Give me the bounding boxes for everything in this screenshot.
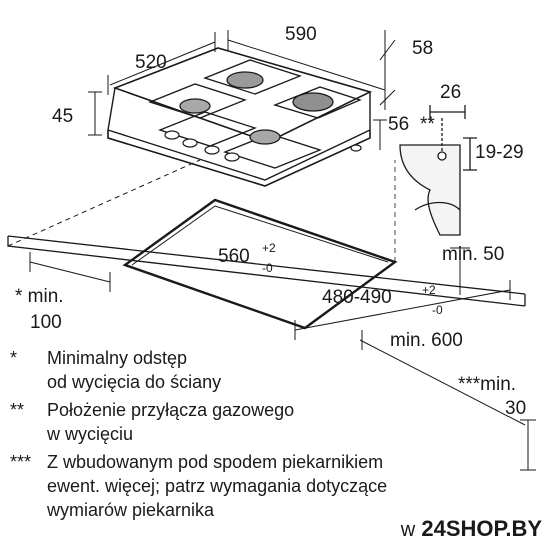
gas-connector-point [437, 151, 447, 161]
dim-520-line [107, 32, 216, 95]
dim-58-line [379, 30, 396, 110]
label-560: 560 [218, 246, 250, 267]
label-58: 58 [412, 38, 433, 59]
brand-watermark: w 24SHOP.BY [401, 516, 542, 542]
label-triple-min: ***min. [458, 374, 516, 395]
dim-56-line [373, 119, 387, 150]
label-560-tol-up: +2 [262, 241, 276, 255]
label-100: 100 [30, 312, 62, 333]
dim-19-29-line [463, 137, 477, 171]
label-56: 56 [388, 114, 409, 135]
label-30: 30 [505, 398, 526, 419]
note-1-line-2: od wycięcia do ściany [47, 372, 222, 392]
label-520: 520 [135, 52, 167, 73]
label-star-min: * min. [15, 286, 64, 307]
label-26: 26 [440, 82, 461, 103]
dim-min600-line [359, 330, 526, 426]
dim-26-line [429, 105, 466, 119]
gas-connector-profile [399, 144, 461, 236]
label-480-490: 480-490 [322, 287, 392, 308]
cutout-inner-edge [131, 205, 389, 266]
countertop-top-edge [7, 235, 526, 295]
dim-min30-line [520, 419, 536, 471]
knob-1 [164, 130, 180, 140]
label-590: 590 [285, 24, 317, 45]
knob-2 [182, 138, 198, 148]
note-3-line-3: wymiarów piekarnika [47, 500, 215, 520]
brand-name: 24SHOP.BY [421, 516, 542, 541]
note-3-mark: *** [10, 452, 32, 472]
label-480-tol-down: -0 [432, 303, 443, 317]
note-3-line-2: ewent. więcej; patrz wymagania dotyczące [47, 476, 388, 496]
note-3-line-1: Z wbudowanym pod spodem piekarnikiem [47, 452, 384, 472]
note-1-mark: * [10, 348, 18, 368]
label-560-tol-down: -0 [262, 261, 273, 275]
note-2-mark: ** [10, 400, 25, 420]
label-480-tol-up: +2 [422, 283, 436, 297]
grate-back-right [203, 59, 302, 95]
knob-3 [204, 145, 220, 155]
dim-min100-line [29, 252, 111, 292]
dim-min50-line [450, 247, 470, 295]
label-min600: min. 600 [390, 330, 463, 351]
projection-dashed-line [7, 159, 201, 247]
hob-body-front [107, 130, 371, 187]
burner-left [179, 98, 211, 114]
brand-prefix: w [400, 519, 416, 541]
note-1-line-1: Minimalny odstęp [47, 348, 188, 368]
note-2-line-1: Położenie przyłącza gazowego [47, 400, 295, 420]
label-19-29: 19-29 [475, 142, 524, 163]
burner-right-wok [292, 92, 334, 112]
grate-front-left [158, 111, 257, 147]
knob-4 [224, 152, 240, 162]
burner-front [249, 129, 281, 145]
hob-body-top-edge [107, 87, 371, 181]
grate-right [273, 86, 362, 119]
dim-480-line [294, 280, 511, 340]
knob-5 [350, 144, 362, 152]
note-2-line-2: w wycięciu [47, 424, 134, 444]
label-min50: min. 50 [442, 244, 504, 265]
grate-back-left [148, 83, 247, 119]
dim-45-line [88, 91, 102, 136]
burner-back [226, 71, 264, 89]
label-conn-star: ** [420, 114, 435, 135]
label-45: 45 [52, 106, 73, 127]
